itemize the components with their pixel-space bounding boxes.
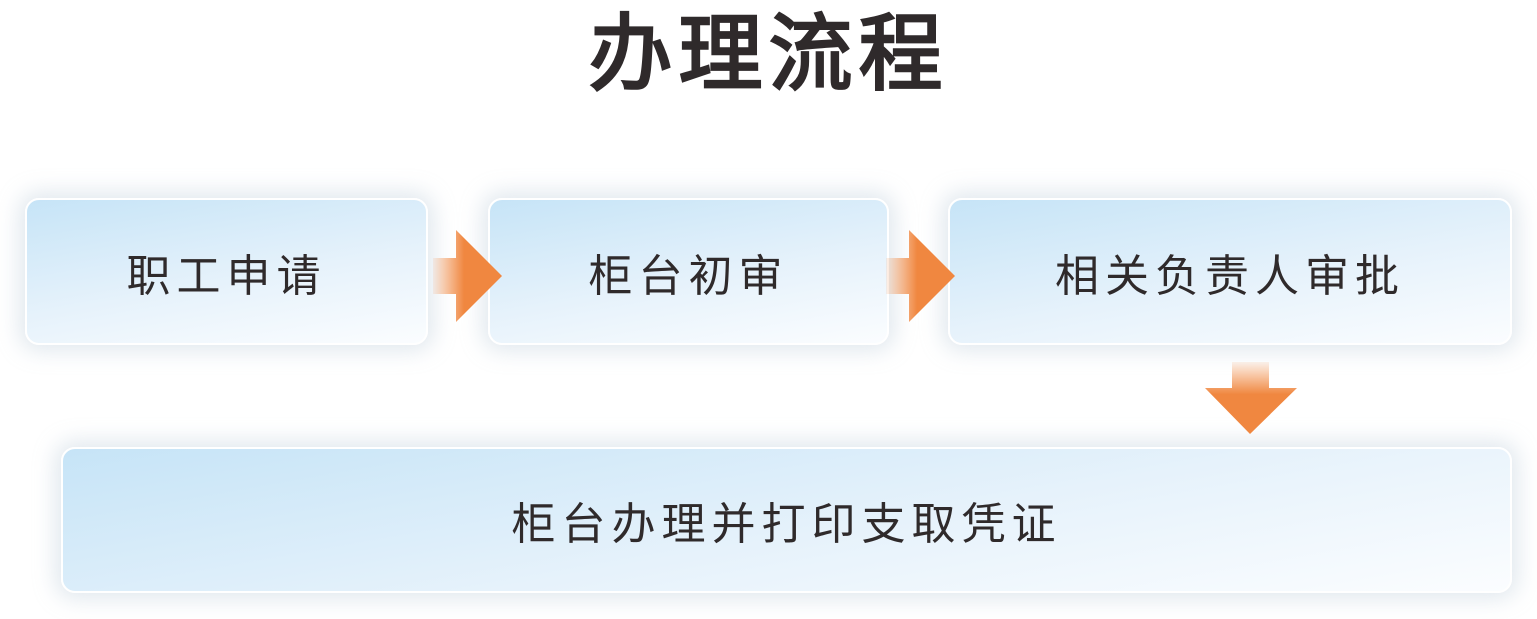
- step-counter-review: 柜台初审: [488, 198, 889, 345]
- arrow-down-icon: [1205, 362, 1297, 434]
- arrow-right-icon: [886, 230, 955, 322]
- step-counter-process-print: 柜台办理并打印支取凭证: [61, 447, 1512, 593]
- step-employee-apply: 职工申请: [25, 198, 428, 345]
- step-manager-approval: 相关负责人审批: [948, 198, 1512, 345]
- arrow-right-icon: [433, 230, 502, 322]
- page-title: 办理流程: [588, 5, 949, 103]
